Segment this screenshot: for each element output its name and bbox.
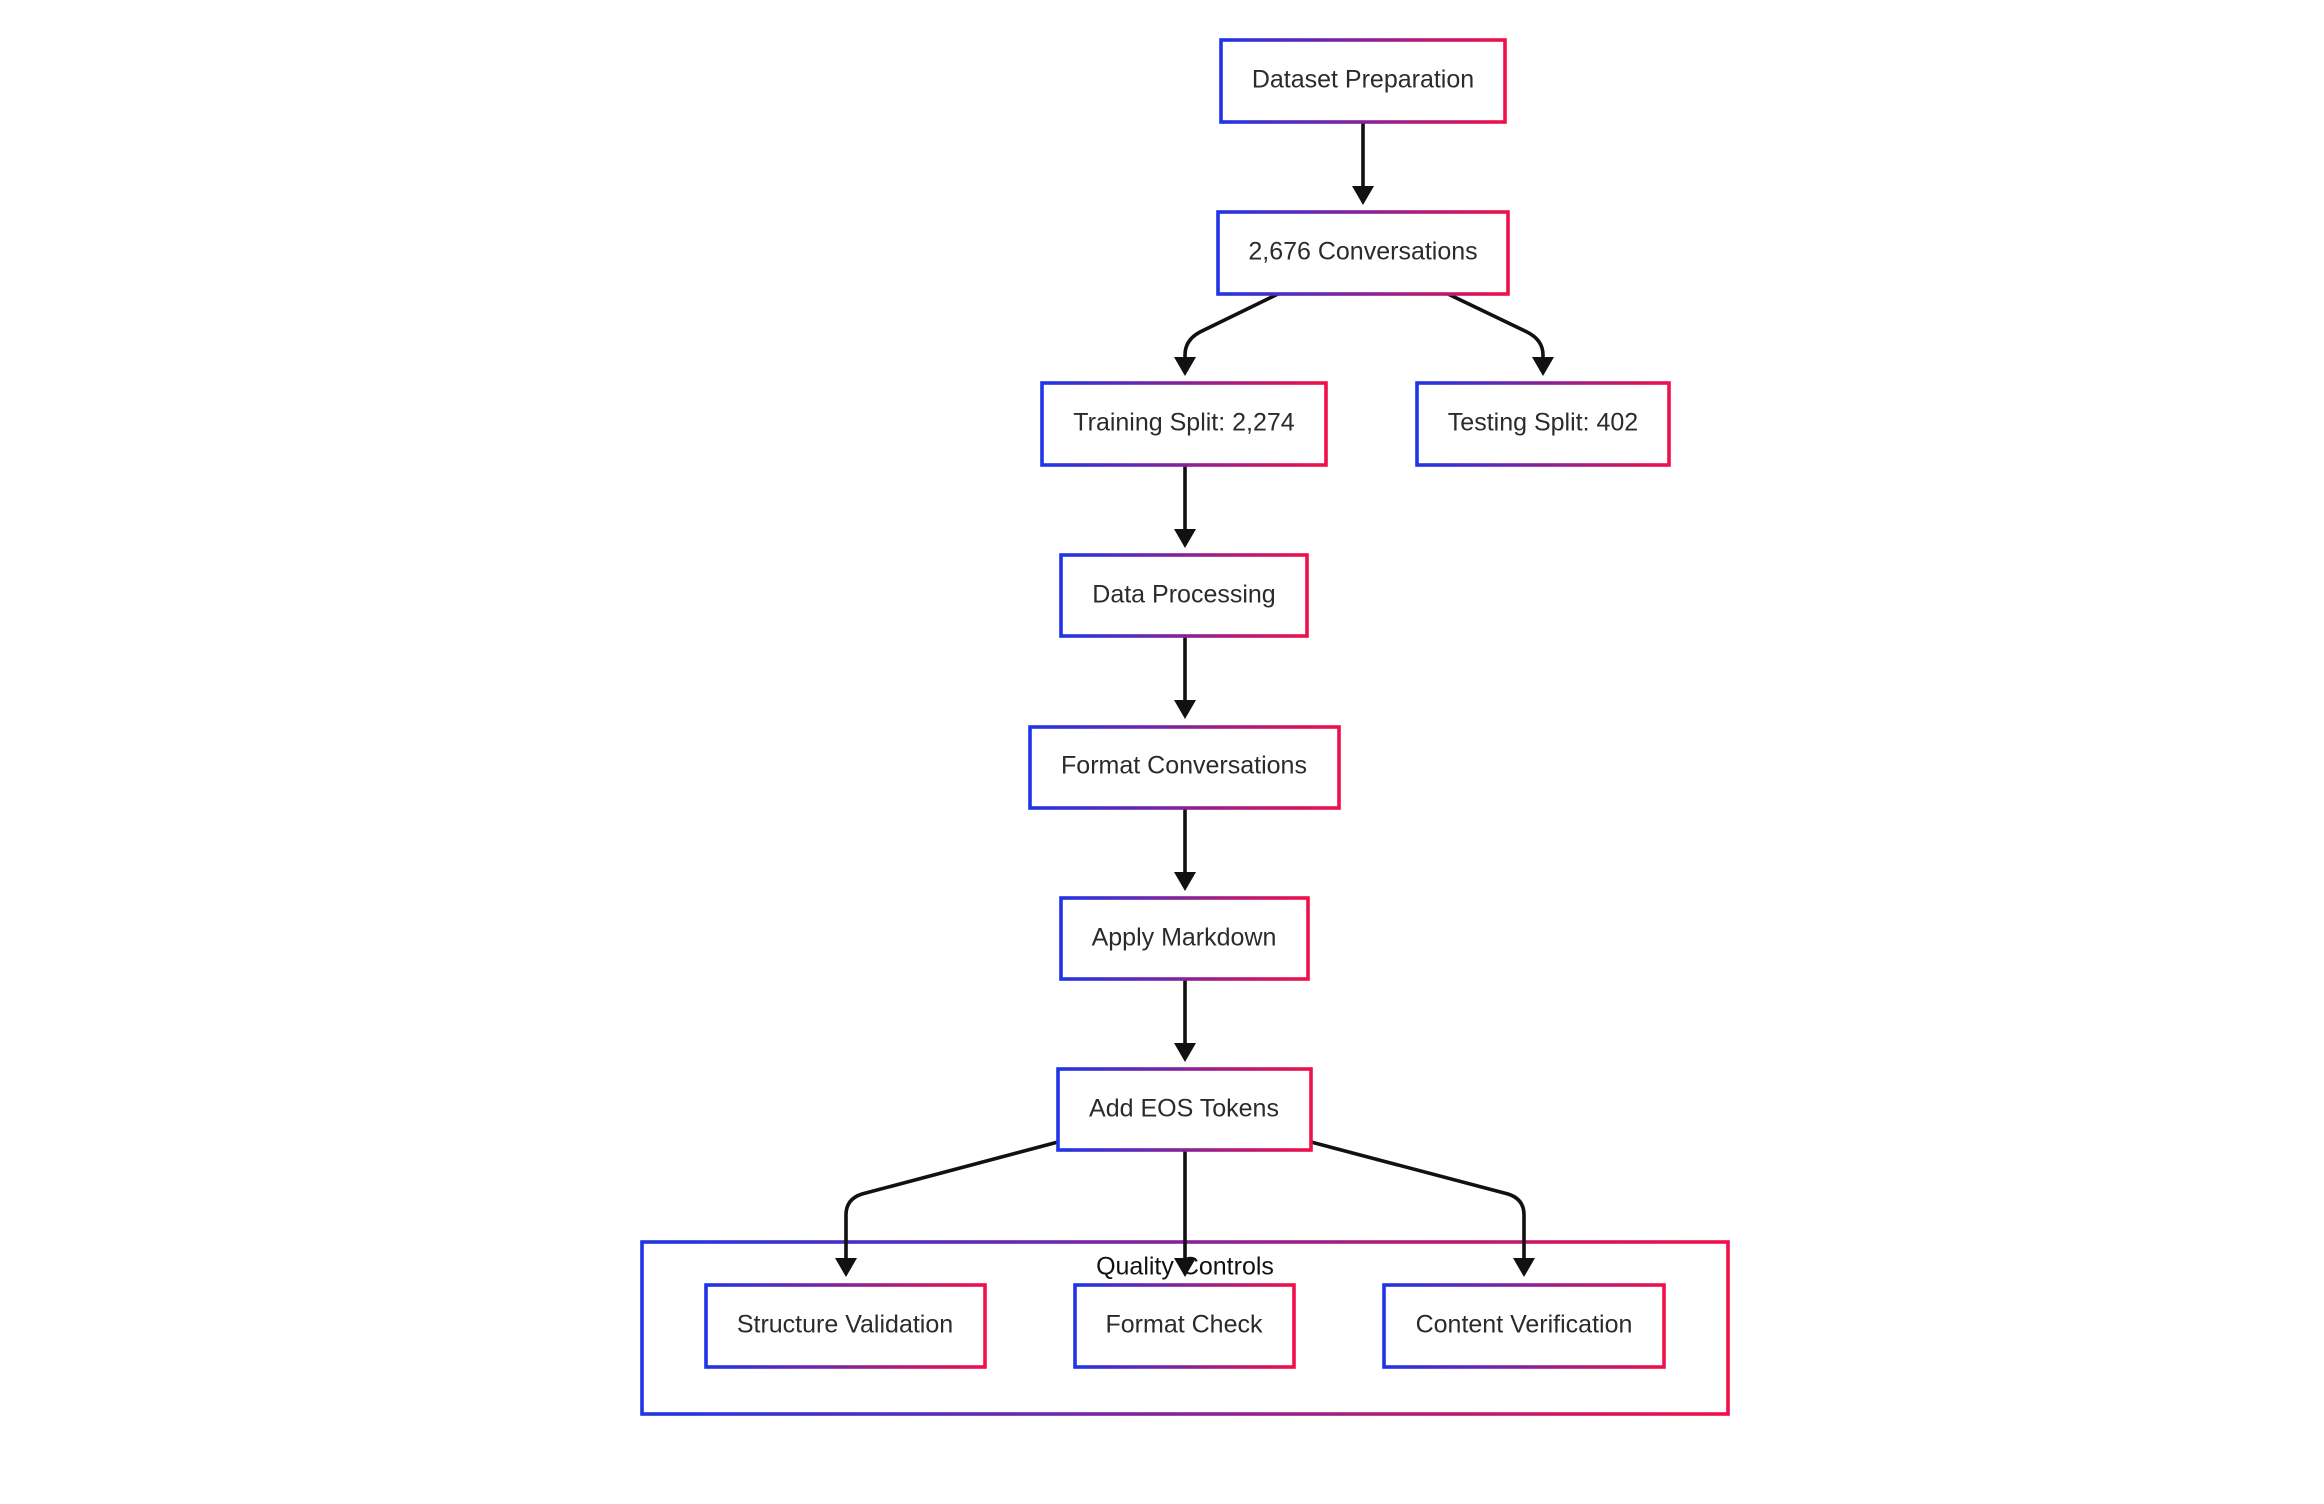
- arrowhead-icon: [1174, 1258, 1196, 1277]
- node-box: [1059, 553, 1309, 638]
- node-content-verification: Content Verification: [1382, 1283, 1666, 1369]
- node-conversations: 2,676 Conversations: [1216, 210, 1510, 296]
- node-label: Content Verification: [1416, 1311, 1633, 1339]
- node-data-processing: Data Processing: [1059, 553, 1309, 638]
- arrowhead-icon: [1174, 1043, 1196, 1062]
- node-box: [1073, 1283, 1296, 1369]
- arrowhead-icon: [1513, 1258, 1535, 1277]
- edge-eos-to-content: [1310, 1140, 1526, 1259]
- node-add-eos-tokens: Add EOS Tokens: [1056, 1067, 1313, 1152]
- node-label: Data Processing: [1092, 581, 1275, 609]
- node-dataset-preparation: Dataset Preparation: [1219, 38, 1507, 124]
- node-format-conversations: Format Conversations: [1028, 725, 1341, 810]
- node-box: [1059, 896, 1310, 981]
- node-structure-validation: Structure Validation: [704, 1283, 987, 1369]
- node-label: Dataset Preparation: [1252, 66, 1474, 94]
- arrowhead-icon: [1174, 357, 1196, 376]
- arrowhead-icon: [835, 1258, 857, 1277]
- node-label: Testing Split: 402: [1448, 409, 1638, 437]
- arrowhead-icon: [1532, 357, 1554, 376]
- node-label: Format Conversations: [1061, 752, 1307, 780]
- node-label: Structure Validation: [737, 1311, 953, 1339]
- node-box: [1028, 725, 1341, 810]
- node-label: Add EOS Tokens: [1089, 1095, 1279, 1123]
- node-training-split: Training Split: 2,274: [1040, 381, 1328, 467]
- node-label: Training Split: 2,274: [1073, 409, 1295, 437]
- arrowhead-icon: [1174, 872, 1196, 891]
- edge-eos-to-structure: [844, 1140, 1059, 1259]
- arrowhead-icon: [1174, 529, 1196, 548]
- node-apply-markdown: Apply Markdown: [1059, 896, 1310, 981]
- node-label: 2,676 Conversations: [1248, 238, 1477, 266]
- arrowhead-icon: [1352, 186, 1374, 205]
- node-testing-split: Testing Split: 402: [1415, 381, 1671, 467]
- arrowhead-icon: [1174, 700, 1196, 719]
- node-box: [1056, 1067, 1313, 1152]
- edges: [835, 122, 1554, 1277]
- node-box: [704, 1283, 987, 1369]
- edge-conversations-to-testing: [1447, 292, 1545, 358]
- node-box: [1040, 381, 1328, 467]
- edge-conversations-to-training: [1183, 292, 1279, 358]
- node-box: [1382, 1283, 1666, 1369]
- node-box: [1216, 210, 1510, 296]
- node-box: [1415, 381, 1671, 467]
- node-label: Apply Markdown: [1092, 924, 1277, 952]
- node-label: Format Check: [1106, 1311, 1263, 1339]
- node-format-check: Format Check: [1073, 1283, 1296, 1369]
- node-box: [1219, 38, 1507, 124]
